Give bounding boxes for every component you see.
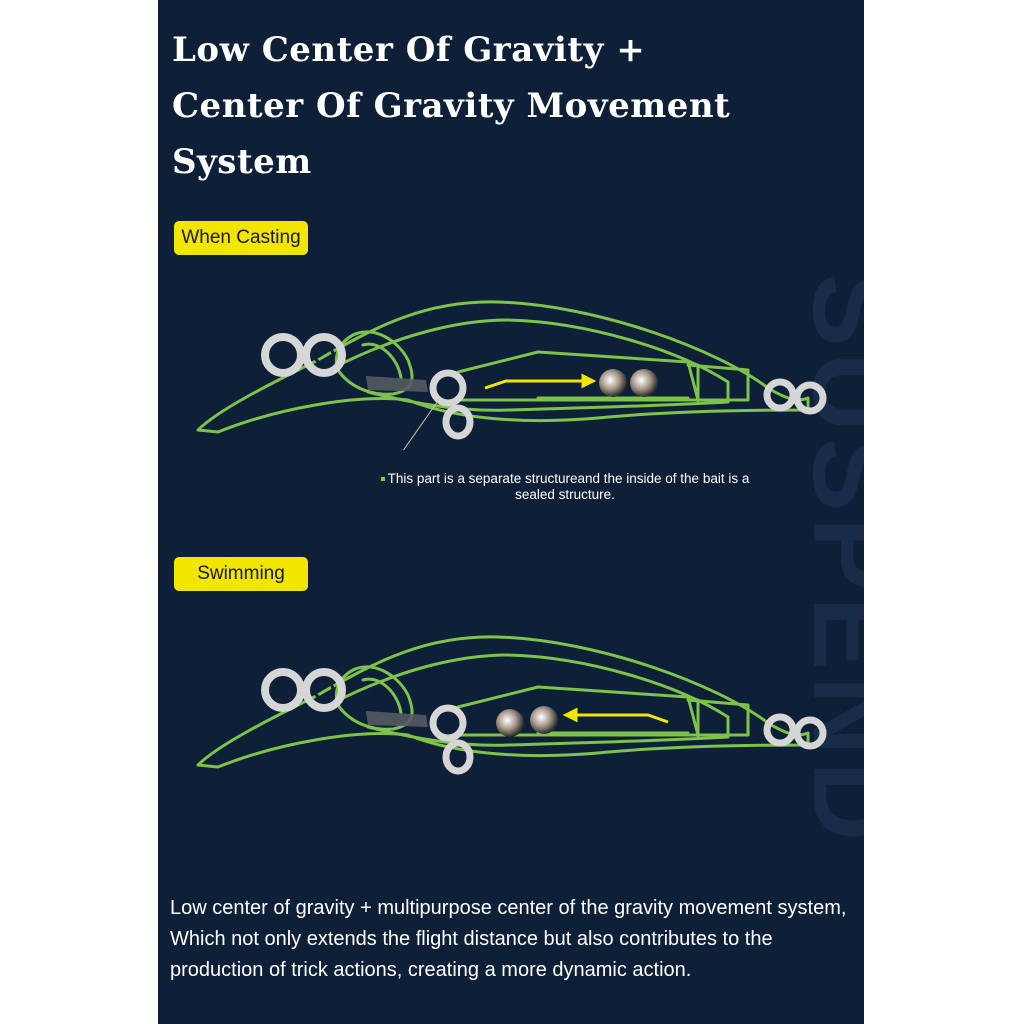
- watermark-logo: SUSPEND: [790, 273, 864, 847]
- tag-swimming: Swimming: [174, 557, 308, 591]
- belly-split-ring: [429, 369, 474, 440]
- front-split-ring: [261, 668, 346, 712]
- belly-split-ring: [429, 704, 474, 775]
- tail-split-ring: [763, 378, 827, 415]
- structure-note-text: This part is a separate structureand the…: [387, 471, 750, 502]
- lure-diagram-swimming: [196, 635, 827, 775]
- weight-ball: [530, 706, 558, 734]
- weight-ball: [630, 369, 658, 397]
- weight-ball: [599, 369, 627, 397]
- title-line-1: Low Center Of Gravity +: [172, 30, 646, 70]
- lure-diagram-casting: [196, 300, 827, 450]
- watermark-text: SUSPEND: [790, 273, 864, 847]
- page-title: Low Center Of Gravity + Center Of Gravit…: [172, 22, 862, 190]
- movement-arrow-forward: [484, 373, 597, 390]
- movement-arrow-backward: [562, 707, 669, 724]
- weight-ball: [496, 709, 524, 737]
- tail-split-ring: [763, 713, 827, 750]
- front-split-ring: [261, 333, 346, 377]
- structure-note: This part is a separate structureand the…: [380, 471, 750, 503]
- tag-when-casting: When Casting: [174, 221, 308, 255]
- infographic-panel: Low Center Of Gravity + Center Of Gravit…: [158, 0, 864, 1024]
- description-text: Low center of gravity + multipurpose cen…: [170, 897, 847, 981]
- bullet-icon: [380, 477, 385, 482]
- title-line-2: Center Of Gravity Movement System: [172, 86, 731, 182]
